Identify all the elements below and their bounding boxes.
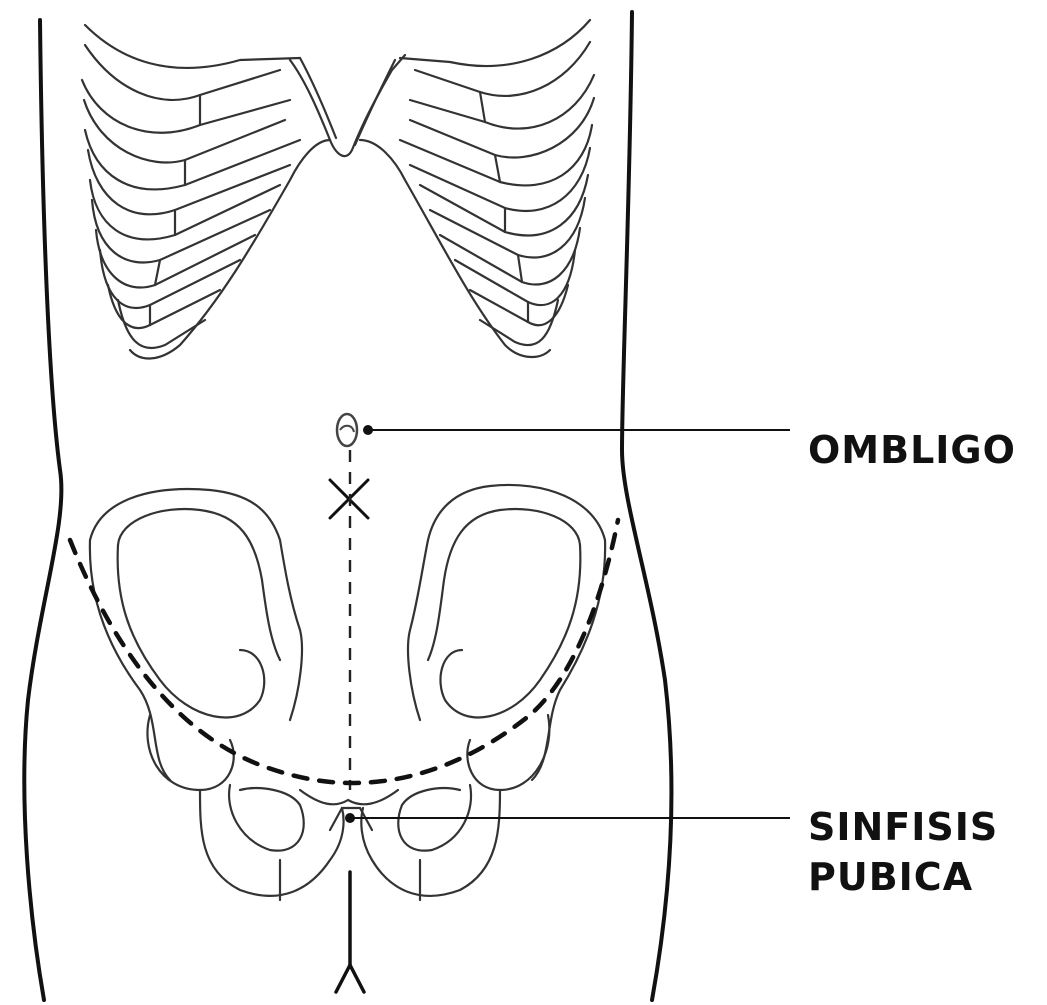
right-rib-1 xyxy=(400,20,590,66)
rib-cage xyxy=(82,20,594,358)
body-outline-left xyxy=(24,20,61,1000)
leader-line-navel xyxy=(363,425,790,435)
left-acetabulum xyxy=(147,715,233,790)
right-iliac-inner xyxy=(428,509,580,660)
body-outline xyxy=(24,12,671,1000)
left-rib-3b xyxy=(88,150,290,214)
right-pubic-ramus xyxy=(361,790,500,896)
right-rib-5 xyxy=(440,228,580,285)
leader-line-symphysis xyxy=(345,813,790,823)
right-rib-1b xyxy=(415,42,590,96)
right-ilium-lower xyxy=(532,540,605,780)
left-rib-5b xyxy=(100,250,240,308)
body-outline-right xyxy=(622,12,671,1000)
left-rib-1b xyxy=(85,45,280,100)
pelvis xyxy=(90,485,605,900)
left-ilium-lower xyxy=(90,540,170,780)
genital-cleft xyxy=(336,872,364,992)
left-rib-2 xyxy=(82,80,290,133)
left-obturator xyxy=(229,785,304,851)
left-rib-4 xyxy=(90,180,280,239)
label-symphysis-line1: SINFISIS xyxy=(808,805,998,849)
label-navel: OMBLIGO xyxy=(808,428,1016,472)
left-iliac-inner xyxy=(118,509,280,660)
right-acetabulum xyxy=(467,715,549,790)
right-costal-margin xyxy=(360,140,550,357)
sacrum xyxy=(300,790,398,804)
left-rib-3 xyxy=(85,130,300,189)
left-costal-margin xyxy=(130,140,330,358)
navel-marker xyxy=(337,414,357,446)
label-symphysis-line2: PUBICA xyxy=(808,855,973,899)
incision-dashed-curve xyxy=(70,520,618,783)
right-rib-4b xyxy=(430,198,585,258)
right-rib-2 xyxy=(410,75,594,129)
left-pubic-ramus xyxy=(200,790,344,896)
left-rib-1 xyxy=(85,25,300,68)
